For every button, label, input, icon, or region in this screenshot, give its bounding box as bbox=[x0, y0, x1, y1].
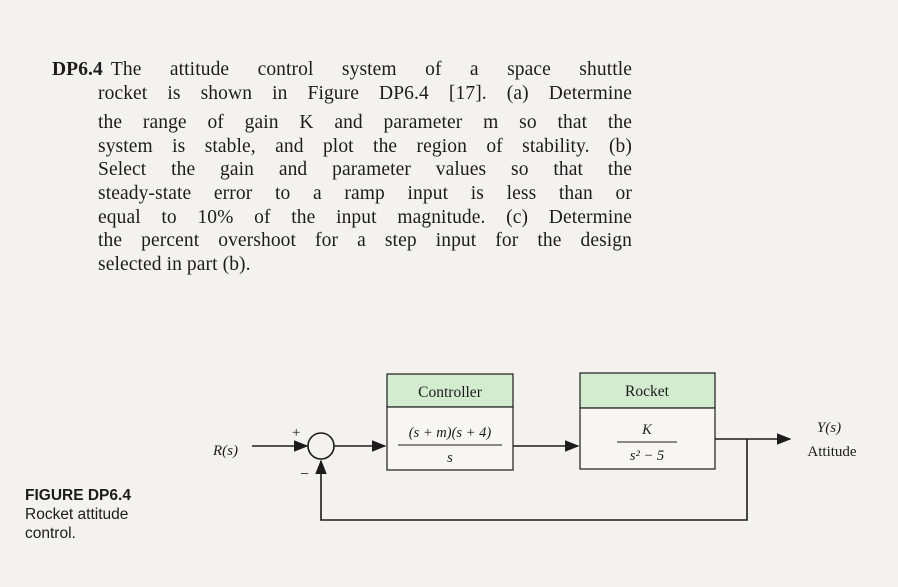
problem-line: the percent overshoot for a step input f… bbox=[98, 230, 632, 252]
problem-first-line: DP6.4 The attitude control system of a sp… bbox=[52, 58, 632, 82]
input-label: R(s) bbox=[212, 443, 238, 459]
problem-line: The attitude control system of a space s… bbox=[110, 59, 632, 80]
controller-body bbox=[386, 406, 514, 471]
problem-line: steady-state error to a ramp input is le… bbox=[98, 182, 632, 204]
problem-body: rocket is shown in Figure DP6.4 [17]. (a… bbox=[52, 82, 632, 277]
controller-block: Controller (s + m)(s + 4) s bbox=[386, 373, 514, 471]
controller-denominator: s bbox=[447, 450, 453, 466]
rocket-numerator: K bbox=[641, 422, 653, 438]
output-label: Y(s) bbox=[817, 420, 841, 436]
minus-sign: − bbox=[300, 466, 309, 483]
rocket-block: Rocket K s² − 5 bbox=[579, 372, 716, 470]
summing-junction bbox=[307, 432, 335, 460]
problem-number: DP6.4 bbox=[52, 59, 103, 80]
problem-line: selected in part (b). bbox=[98, 253, 251, 275]
rocket-body bbox=[579, 407, 716, 470]
figure-label: FIGURE DP6.4 bbox=[25, 487, 131, 504]
feedback-path bbox=[315, 439, 748, 521]
problem-line: the range of gain K and parameter m so t… bbox=[98, 112, 632, 134]
figure-caption-line: control. bbox=[25, 525, 76, 542]
problem-statement: DP6.4 The attitude control system of a sp… bbox=[52, 58, 632, 276]
problem-line: equal to 10% of the input magnitude. (c)… bbox=[98, 206, 632, 228]
problem-line: Select the gain and parameter values so … bbox=[98, 159, 632, 181]
rocket-denominator: s² − 5 bbox=[630, 448, 664, 464]
controller-numerator: (s + m)(s + 4) bbox=[409, 425, 492, 441]
problem-line: system is stable, and plot the region of… bbox=[98, 135, 632, 157]
plus-sign: + bbox=[292, 425, 300, 441]
problem-line: rocket is shown in Figure DP6.4 [17]. (a… bbox=[98, 82, 632, 104]
rocket-title: Rocket bbox=[625, 383, 670, 400]
figure-caption: FIGURE DP6.4 Rocket attitude control. bbox=[25, 486, 185, 543]
figure-caption-line: Rocket attitude bbox=[25, 506, 129, 523]
output-description: Attitude bbox=[807, 444, 857, 460]
controller-title: Controller bbox=[418, 384, 483, 401]
controller-header bbox=[386, 373, 514, 408]
